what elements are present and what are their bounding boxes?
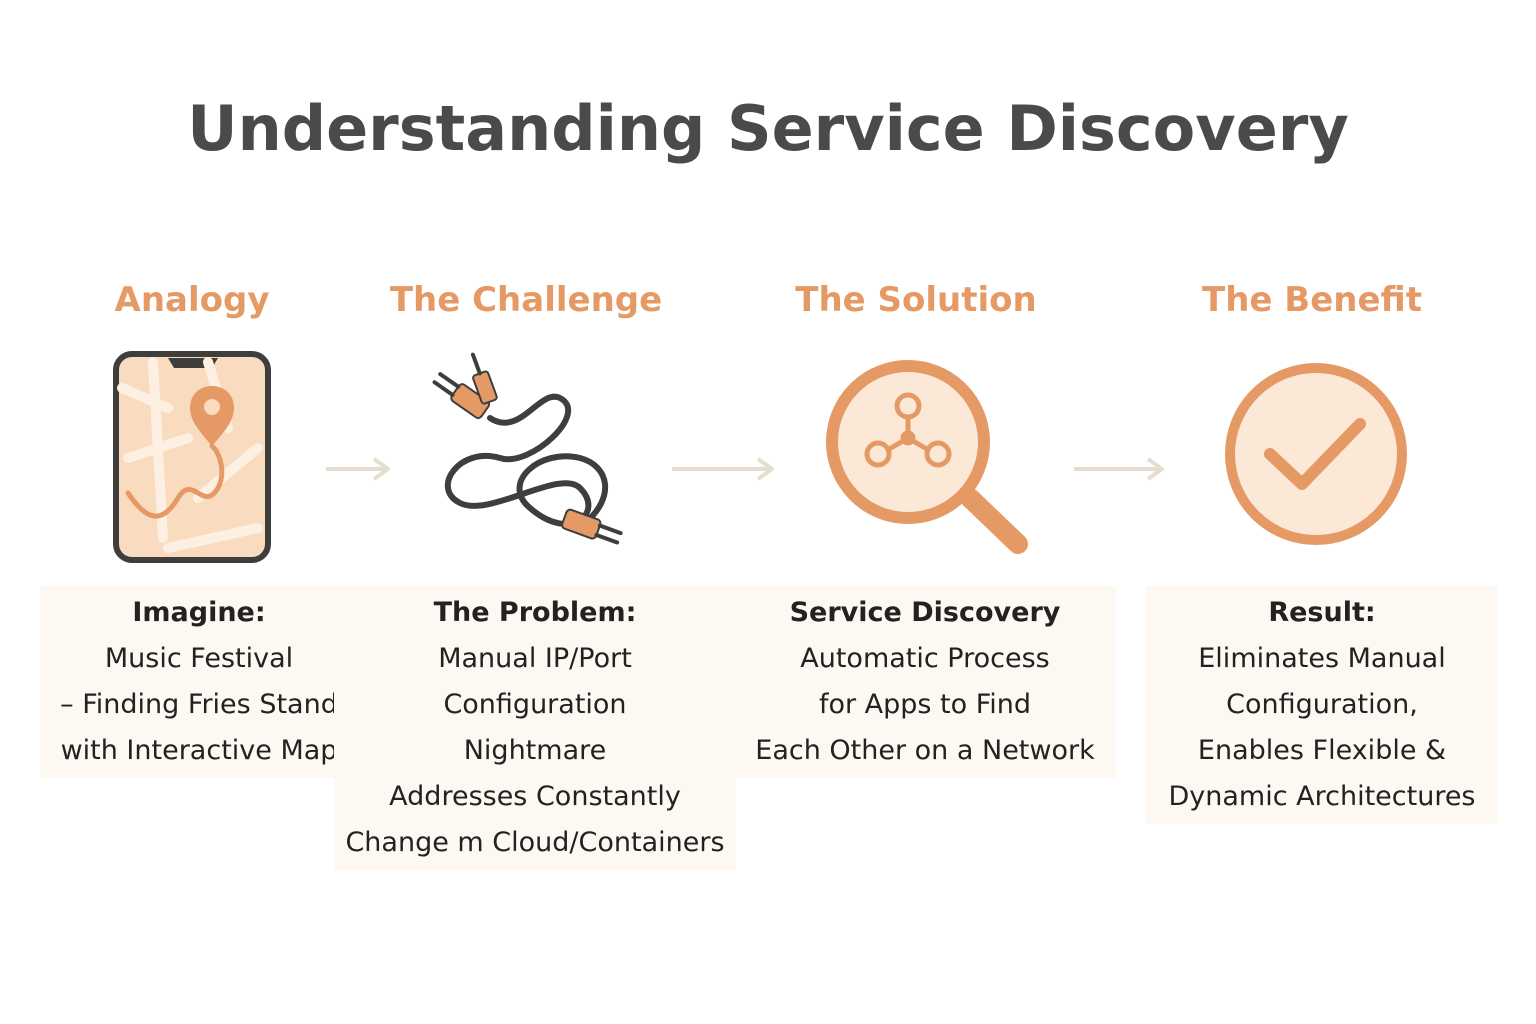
caption-line: Automatic Process <box>800 643 1050 674</box>
caption-line: Enables Flexible & <box>1197 735 1447 766</box>
caption-line: Configuration, <box>1226 689 1418 720</box>
step-heading-analogy: Analogy <box>114 280 270 320</box>
caption-line: Change m Cloud/Containers <box>345 827 725 858</box>
caption-line: for Apps to Find <box>818 689 1032 720</box>
caption-line: Music Festival <box>104 643 294 674</box>
caption-line: Eliminates Manual <box>1198 643 1446 674</box>
step-heading-challenge: The Challenge <box>389 280 663 320</box>
caption-lead: The Problem: <box>433 597 637 628</box>
caption-line: – Finding Fries Stand <box>60 689 338 720</box>
flow-arrow-1 <box>326 457 390 481</box>
step-caption-benefit: Result: Eliminates Manual Configuration,… <box>1146 586 1498 824</box>
flow-arrow-3 <box>1074 457 1164 481</box>
step-caption-solution: Service Discovery Automatic Process for … <box>734 586 1116 778</box>
step-heading-solution: The Solution <box>795 280 1037 320</box>
caption-line: Dynamic Architectures <box>1168 781 1476 812</box>
caption-line: Manual IP/Port <box>438 643 632 674</box>
caption-lead: Imagine: <box>132 597 266 628</box>
step-caption-analogy: Imagine: Music Festival – Finding Fries … <box>40 586 358 778</box>
flow-arrow-2 <box>672 457 774 481</box>
tangled-cables-icon <box>432 352 623 545</box>
caption-lead: Result: <box>1268 597 1376 628</box>
step-caption-challenge: The Problem: Manual IP/Port Configuratio… <box>334 586 736 870</box>
phone-map-icon <box>113 351 271 563</box>
caption-line: Nightmare <box>463 735 607 766</box>
step-heading-benefit: The Benefit <box>1202 280 1422 320</box>
caption-line: Configuration <box>443 689 627 720</box>
caption-line: Each Other on a Network <box>755 735 1095 766</box>
checkmark-circle-icon <box>1225 363 1407 545</box>
caption-lead: Service Discovery <box>789 597 1061 628</box>
page-title: Understanding Service Discovery <box>187 92 1349 165</box>
caption-line: Addresses Constantly <box>389 781 681 812</box>
magnifier-network-icon <box>826 360 1028 554</box>
caption-line: with Interactive Map <box>60 735 338 766</box>
